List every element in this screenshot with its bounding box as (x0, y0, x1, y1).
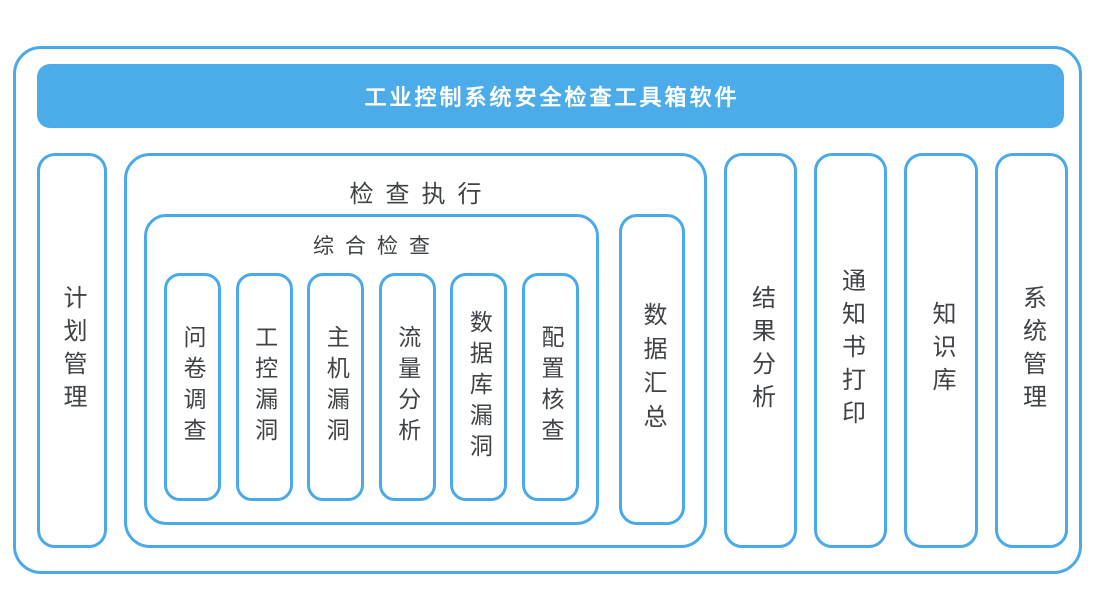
modules-row: 计划管理 检查执行 综合检查 问卷调查 工控漏洞 (37, 153, 1068, 548)
software-title: 工业控制系统安全检查工具箱软件 (364, 85, 740, 110)
data-summary-label: 数据汇总 (639, 301, 666, 438)
comprehensive-check-items: 问卷调查 工控漏洞 主机漏洞 流量分析 (147, 273, 596, 522)
module-system-management: 系统管理 (995, 153, 1068, 548)
software-title-banner: 工业控制系统安全检查工具箱软件 (37, 64, 1064, 128)
result-analysis-label: 结果分析 (747, 284, 775, 417)
module-check-execution: 检查执行 综合检查 问卷调查 工控漏洞 主机漏洞 (124, 153, 707, 548)
submodule-ics-vulnerability: 工控漏洞 (235, 273, 293, 501)
submodule-traffic-analysis: 流量分析 (378, 273, 436, 501)
ics-vulnerability-label: 工控漏洞 (251, 325, 278, 449)
module-plan-management: 计划管理 (37, 153, 107, 548)
config-check-label: 配置核查 (537, 325, 564, 449)
module-notice-printing: 通知书打印 (814, 153, 887, 548)
comprehensive-check-title: 综合检查 (313, 235, 441, 258)
submodule-host-vulnerability: 主机漏洞 (307, 273, 365, 501)
questionnaire-survey-label: 问卷调查 (180, 325, 206, 449)
system-management-label: 系统管理 (1018, 284, 1046, 417)
notice-printing-label: 通知书打印 (837, 268, 865, 433)
traffic-analysis-label: 流量分析 (394, 325, 421, 449)
host-vulnerability-label: 主机漏洞 (323, 325, 350, 449)
module-comprehensive-check: 综合检查 问卷调查 工控漏洞 主机漏洞 (144, 214, 599, 525)
plan-management-label: 计划管理 (59, 284, 86, 417)
check-execution-title: 检查执行 (349, 180, 494, 208)
submodule-database-vulnerability: 数据库漏洞 (450, 273, 508, 501)
submodule-questionnaire-survey: 问卷调查 (164, 273, 221, 501)
module-result-analysis: 结果分析 (724, 153, 797, 548)
check-execution-body: 综合检查 问卷调查 工控漏洞 主机漏洞 (127, 214, 704, 545)
module-data-summary: 数据汇总 (619, 214, 685, 525)
database-vulnerability-label: 数据库漏洞 (466, 309, 493, 465)
module-knowledge-base: 知识库 (904, 153, 978, 548)
submodule-config-check: 配置核查 (521, 273, 579, 501)
toolbox-software-container: 工业控制系统安全检查工具箱软件 计划管理 检查执行 综合检查 问卷调查 (13, 46, 1082, 574)
knowledge-base-label: 知识库 (928, 301, 955, 400)
